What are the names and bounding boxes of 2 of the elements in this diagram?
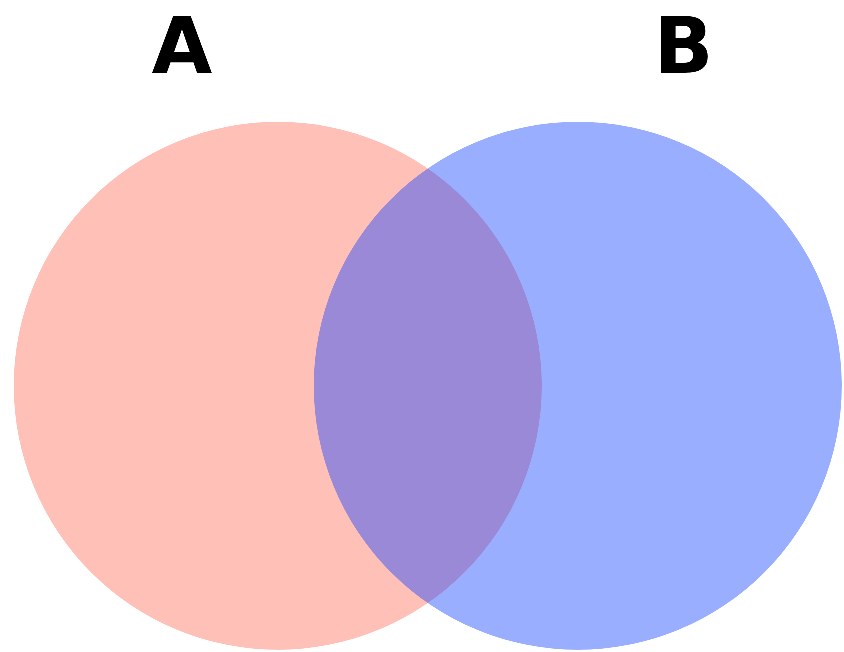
set-label: B (654, 8, 714, 86)
set-label: A (152, 8, 212, 86)
